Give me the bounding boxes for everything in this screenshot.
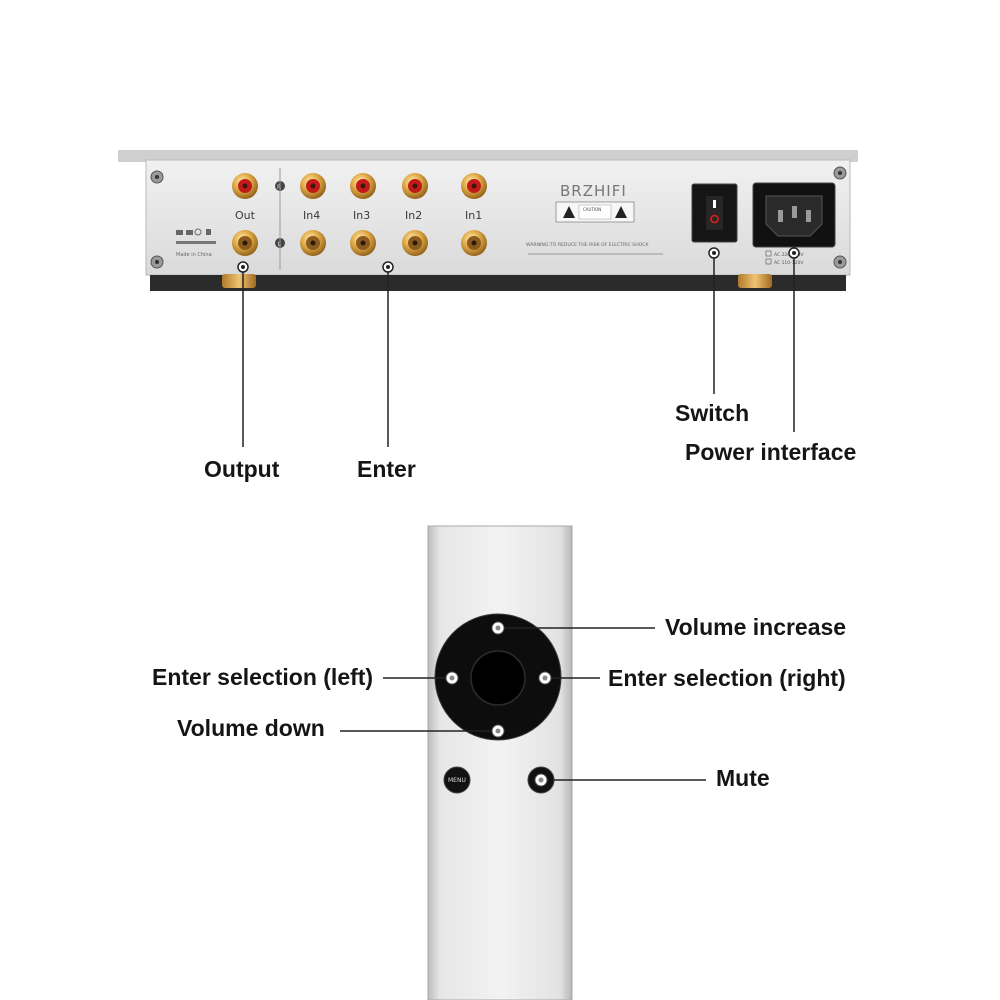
amplifier-foot-right — [738, 274, 772, 288]
jack-label-out: Out — [235, 209, 256, 222]
remote-menu-button[interactable]: MENU — [443, 766, 471, 794]
certification-marks — [176, 228, 216, 244]
callout-label-switch: Switch — [675, 400, 749, 426]
switch-off-mark-icon — [710, 214, 719, 224]
callout-marker-output — [237, 261, 249, 273]
rca-jack-in1-right[interactable] — [461, 173, 487, 199]
nav-left-marker-icon[interactable] — [445, 671, 459, 685]
brand-logo: BRZHIFI — [560, 182, 627, 200]
screw-icon — [833, 166, 847, 180]
screw-icon — [150, 170, 164, 184]
callout-marker-power — [788, 247, 800, 259]
play-pause-icon — [538, 777, 544, 783]
warning-triangle-icon — [563, 206, 575, 218]
rca-jack-in2-right[interactable] — [402, 173, 428, 199]
rca-jack-in3-right[interactable] — [350, 173, 376, 199]
rca-jack-in1-left[interactable] — [461, 230, 487, 256]
caution-label: CAUTION — [583, 207, 601, 212]
remote-nav-ring[interactable] — [434, 613, 562, 741]
callout-label-enter: Enter — [357, 456, 416, 482]
callout-label-volume-increase: Volume increase — [665, 614, 846, 640]
channel-mark-r: R — [277, 184, 281, 191]
callout-label-enter-right: Enter selection (right) — [608, 665, 846, 691]
jack-label-in4: In4 — [303, 209, 320, 222]
amplifier-top-edge — [118, 150, 858, 162]
rca-jack-in3-left[interactable] — [350, 230, 376, 256]
callout-marker-switch — [708, 247, 720, 259]
nav-down-marker-icon[interactable] — [491, 724, 505, 738]
rca-jack-out-right[interactable] — [232, 173, 258, 199]
voltage-option-110: AC 110-120V — [774, 260, 804, 266]
rca-jack-in4-right[interactable] — [300, 173, 326, 199]
remote-body — [427, 525, 573, 1000]
amplifier-rear-panel: Made in China R L Out — [118, 150, 858, 291]
callout-label-mute: Mute — [716, 765, 770, 791]
warning-label-box: CAUTION — [555, 201, 635, 223]
menu-button-label: MENU — [448, 777, 466, 784]
callout-label-output: Output — [204, 456, 280, 482]
callout-label-volume-down: Volume down — [177, 715, 325, 741]
warning-text: WARNING:TO REDUCE THE RISK OF ELECTRIC S… — [526, 242, 649, 248]
remote-center-button[interactable] — [470, 650, 526, 706]
warning-triangle-icon — [615, 206, 627, 218]
amplifier-callouts — [237, 247, 800, 447]
jack-label-in1: In1 — [465, 209, 482, 222]
power-socket[interactable] — [752, 182, 836, 248]
jack-label-in2: In2 — [405, 209, 422, 222]
jack-label-in3: In3 — [353, 209, 370, 222]
remote-mute-button[interactable] — [527, 766, 555, 794]
remote-control: MENU — [427, 525, 573, 1000]
callout-label-power: Power interface — [685, 439, 856, 465]
nav-up-marker-icon[interactable] — [491, 621, 505, 635]
rca-jack-in4-left[interactable] — [300, 230, 326, 256]
amplifier-foot-left — [222, 274, 256, 288]
callout-label-enter-left: Enter selection (left) — [152, 664, 373, 690]
warning-fine-print — [528, 253, 663, 255]
power-switch[interactable] — [691, 183, 738, 243]
screw-icon — [150, 255, 164, 269]
remote-callouts — [340, 627, 706, 781]
made-in-label: Made in China — [176, 252, 212, 258]
screw-icon — [833, 255, 847, 269]
callout-marker-enter — [382, 261, 394, 273]
switch-on-mark-icon — [713, 200, 716, 208]
amplifier-bottom-shadow — [150, 275, 846, 291]
nav-right-marker-icon[interactable] — [538, 671, 552, 685]
rca-jack-in2-left[interactable] — [402, 230, 428, 256]
rca-jack-out-left[interactable] — [232, 230, 258, 256]
